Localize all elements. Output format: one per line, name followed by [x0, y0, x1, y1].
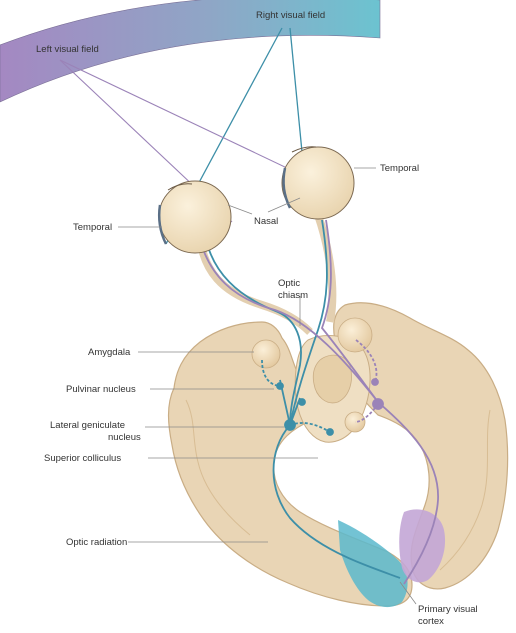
label-lgn-line2: nucleus [108, 432, 141, 443]
amygdala-right [337, 317, 373, 353]
cortex-fold [439, 409, 491, 571]
left-field-pathway [199, 219, 439, 585]
label-primary-visual-cortex-line1: Primary visual [418, 604, 478, 615]
brainstem-core [312, 354, 352, 404]
label-left-visual-field: Left visual field [36, 44, 99, 55]
right-field-pathway [205, 219, 401, 579]
label-pulvinar-nucleus: Pulvinar nucleus [66, 384, 136, 395]
visual-field-band [0, 0, 381, 103]
right-eye [281, 146, 355, 220]
label-optic-radiation: Optic radiation [66, 537, 127, 548]
label-optic-chiasm-line1: Optic [278, 278, 300, 289]
label-amygdala: Amygdala [88, 347, 131, 358]
v1-right-region [399, 509, 446, 583]
label-optic-chiasm-line2: chiasm [278, 290, 308, 301]
label-lgn-line1: Lateral geniculate [50, 420, 125, 431]
v1-left-region [338, 520, 408, 608]
cortex-fold [185, 399, 251, 536]
label-right-visual-field: Right visual field [256, 10, 325, 21]
label-temporal-left: Temporal [73, 222, 112, 233]
label-temporal-right: Temporal [380, 163, 419, 174]
amygdala-left [251, 339, 281, 369]
label-superior-colliculus: Superior colliculus [44, 453, 121, 464]
left-eye [158, 180, 232, 254]
label-primary-visual-cortex-line2: cortex [418, 616, 444, 627]
leader-lines [118, 167, 417, 605]
label-nasal: Nasal [254, 216, 278, 227]
